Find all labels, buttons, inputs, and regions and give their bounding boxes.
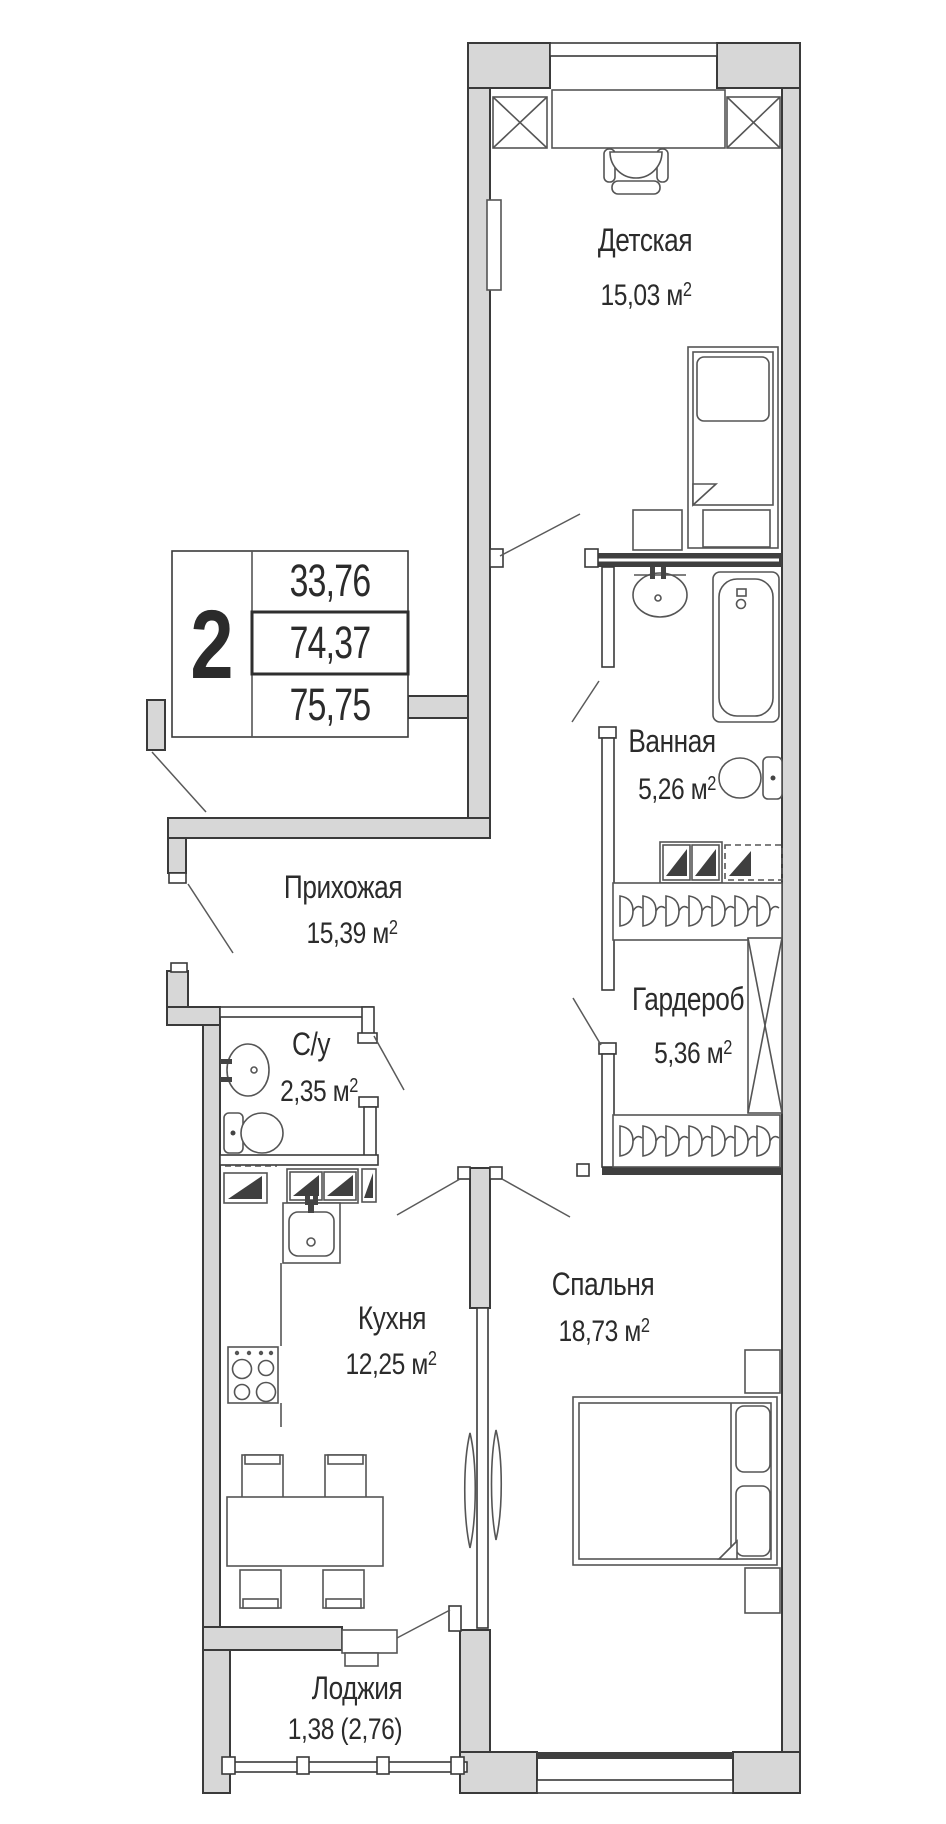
door-bedroom bbox=[501, 1178, 571, 1218]
door-entry-outside bbox=[151, 751, 207, 813]
nightstand bbox=[632, 509, 683, 551]
kitchen-furniture bbox=[226, 1196, 477, 1609]
room-label-bedroom: Спальня bbox=[552, 1268, 655, 1303]
wardrobe-box-icon bbox=[492, 96, 548, 149]
radiator bbox=[486, 199, 502, 291]
pillow bbox=[735, 1485, 771, 1557]
nightstand bbox=[744, 1567, 781, 1614]
bathroom-furniture bbox=[612, 567, 783, 941]
washer-dryer bbox=[659, 841, 783, 884]
appliance-row bbox=[223, 1165, 377, 1204]
door-bathroom bbox=[571, 680, 600, 723]
room-area-loggia: 1,38 (2,76) bbox=[288, 1712, 402, 1746]
room-label-wc: С/у bbox=[292, 1028, 331, 1063]
wc-furniture bbox=[220, 1043, 377, 1204]
desk bbox=[551, 89, 726, 149]
blanket-fold bbox=[717, 1539, 738, 1560]
legend-table: 2 33,76 74,37 75,75 bbox=[171, 550, 410, 738]
room-area-child: 15,03 м2 bbox=[600, 277, 691, 311]
interior-walls bbox=[168, 548, 782, 1632]
bathtub bbox=[712, 571, 780, 723]
room-area-hallway: 15,39 м2 bbox=[306, 915, 397, 949]
window-top bbox=[549, 42, 718, 57]
wardrobe-box-icon bbox=[726, 96, 781, 149]
room-label-loggia: Лоджия bbox=[312, 1672, 402, 1707]
radiator-leaf bbox=[490, 1429, 503, 1541]
blanket-fold bbox=[692, 483, 719, 507]
door-child-room bbox=[499, 513, 581, 557]
legend-total-area: 74,37 bbox=[290, 618, 371, 668]
dining-table bbox=[226, 1496, 384, 1567]
door-balcony bbox=[396, 1609, 451, 1639]
nightstand bbox=[744, 1349, 781, 1394]
room-area-kitchen: 12,25 м2 bbox=[345, 1346, 436, 1380]
legend-total-area-box bbox=[250, 610, 410, 676]
washer-planned bbox=[724, 844, 783, 881]
windows bbox=[221, 42, 734, 1794]
hanger-rail bbox=[612, 882, 783, 941]
bed-foot-box bbox=[702, 509, 771, 548]
kitchen-sink bbox=[282, 1196, 341, 1264]
room-label-wardrobe: Гардероб bbox=[632, 983, 744, 1018]
double-bed bbox=[572, 1396, 778, 1566]
toilet bbox=[223, 1112, 284, 1154]
room-labels: Детская 15,03 м2 Ванная 5,26 м2 Прихожая… bbox=[280, 224, 744, 1746]
room-area-wardrobe: 5,36 м2 bbox=[654, 1035, 732, 1069]
bedroom-furniture bbox=[490, 1349, 781, 1614]
child-room-furniture bbox=[486, 89, 781, 551]
legend-total-area-with-loggia: 75,75 bbox=[290, 680, 371, 730]
toilet bbox=[718, 756, 783, 800]
hanger-rail bbox=[612, 1114, 781, 1168]
door-kitchen bbox=[396, 1178, 461, 1216]
sink bbox=[632, 567, 688, 618]
room-area-bathroom: 5,26 м2 bbox=[638, 771, 716, 805]
legend-rooms-count: 2 bbox=[190, 590, 233, 699]
stove bbox=[227, 1346, 279, 1404]
desk-chair bbox=[603, 148, 669, 195]
window-bottom bbox=[536, 1779, 734, 1794]
kitchen-loggia-sill bbox=[341, 1629, 398, 1654]
room-label-bathroom: Ванная bbox=[628, 725, 715, 760]
room-area-bedroom: 18,73 м2 bbox=[558, 1313, 649, 1347]
pillow bbox=[735, 1405, 771, 1473]
room-area-wc: 2,35 м2 bbox=[280, 1073, 358, 1107]
room-label-hallway: Прихожая bbox=[284, 871, 402, 906]
room-label-child: Детская bbox=[598, 224, 692, 259]
loggia-glazing bbox=[226, 1761, 468, 1773]
door-wc bbox=[373, 1035, 405, 1091]
pillow bbox=[696, 356, 770, 422]
door-entry bbox=[187, 883, 234, 954]
room-label-kitchen: Кухня bbox=[358, 1302, 426, 1337]
radiator-leaf bbox=[463, 1432, 477, 1549]
sink bbox=[220, 1043, 270, 1097]
door-wardrobe-room bbox=[572, 997, 602, 1046]
wardrobe-room-furniture bbox=[612, 937, 783, 1168]
wardrobe-tall-icon bbox=[747, 937, 783, 1114]
legend-living-area: 33,76 bbox=[290, 556, 371, 606]
dining-table-set bbox=[226, 1454, 384, 1609]
door-swings bbox=[151, 513, 602, 1639]
